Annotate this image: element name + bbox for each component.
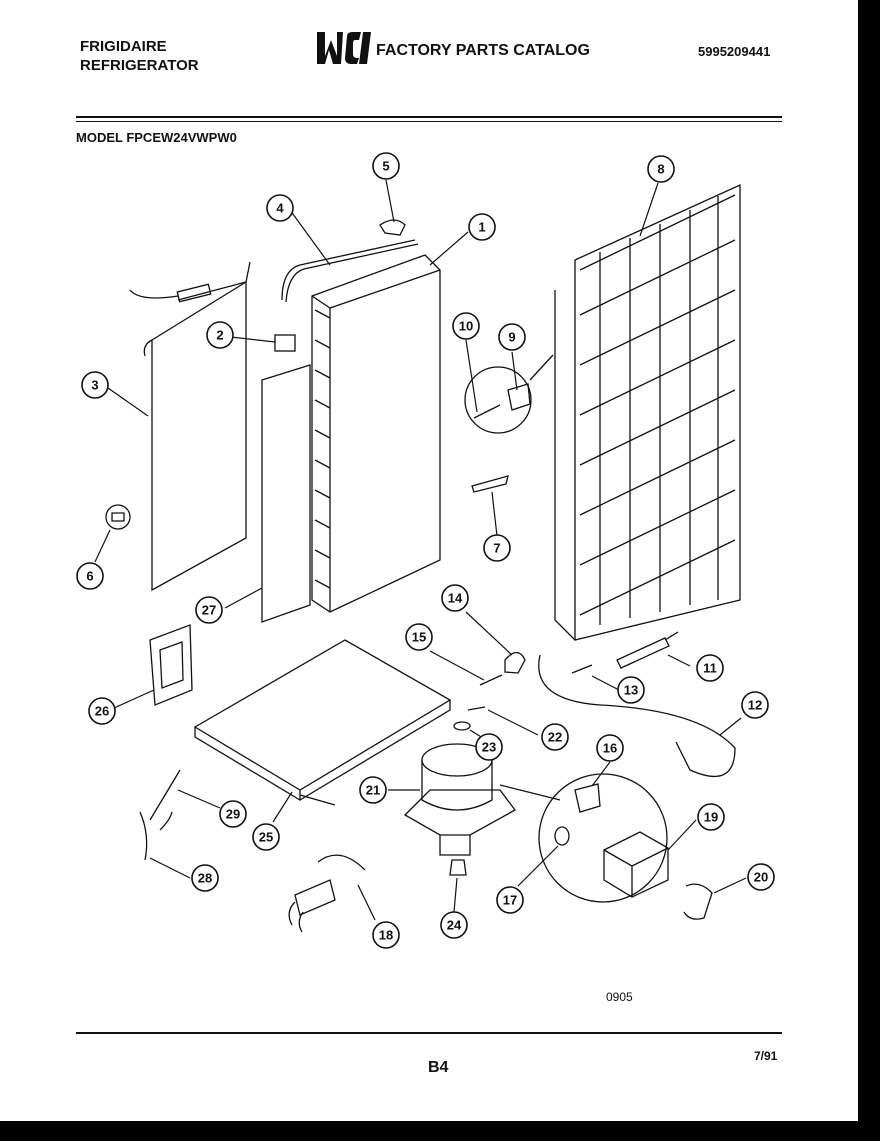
catalog-number: 5995209441 [698, 44, 771, 59]
callout-14: 14 [441, 584, 469, 612]
callout-26: 26 [88, 697, 116, 725]
callout-28: 28 [191, 864, 219, 892]
callout-6: 6 [76, 562, 104, 590]
callout-5: 5 [372, 152, 400, 180]
callout-15: 15 [405, 623, 433, 651]
compressor-grommet [449, 859, 467, 876]
evaporator-insulation [261, 364, 311, 623]
svg-text:8: 8 [657, 162, 664, 177]
svg-text:14: 14 [448, 591, 463, 606]
capillary-tube [538, 654, 736, 778]
svg-text:28: 28 [198, 871, 212, 886]
svg-text:22: 22 [548, 730, 562, 745]
callout-9: 9 [498, 323, 526, 351]
wire-harness [139, 769, 181, 861]
callout-2: 2 [206, 321, 234, 349]
clamp-screw [479, 674, 503, 686]
svg-text:12: 12 [748, 698, 762, 713]
callout-10: 10 [452, 312, 480, 340]
relay-overload-detail [499, 773, 669, 903]
product-type: REFRIGERATOR [80, 57, 199, 74]
svg-text:26: 26 [95, 704, 109, 719]
callout-24: 24 [440, 911, 468, 939]
condenser-coil [554, 183, 741, 641]
washer [453, 721, 471, 731]
evaporator-bracket [274, 334, 296, 352]
footer-rule [76, 1032, 782, 1034]
condenser-clip-detail [464, 354, 554, 434]
svg-text:5: 5 [382, 159, 389, 174]
svg-text:4: 4 [276, 201, 284, 216]
svg-text:27: 27 [202, 603, 216, 618]
catalog-title: FACTORY PARTS CATALOG [376, 42, 590, 59]
svg-text:21: 21 [366, 783, 380, 798]
svg-text:6: 6 [86, 569, 93, 584]
svg-text:1: 1 [478, 220, 485, 235]
mounting-clip [379, 219, 406, 236]
exploded-parts-diagram: 1 2 3 4 5 6 7 8 9 10 11 12 13 14 15 16 1… [76, 152, 775, 949]
screw [471, 475, 509, 493]
defrost-thermostat [105, 504, 131, 530]
callout-4: 4 [266, 194, 294, 222]
snap-ring [467, 706, 486, 711]
callout-25: 25 [252, 823, 280, 851]
callout-8: 8 [647, 155, 675, 183]
callout-21: 21 [359, 776, 387, 804]
callout-19: 19 [697, 803, 725, 831]
svg-text:10: 10 [459, 319, 473, 334]
wire-clip [683, 883, 713, 920]
callout-27: 27 [195, 596, 223, 624]
svg-text:23: 23 [482, 740, 496, 755]
svg-text:13: 13 [624, 683, 638, 698]
evaporator-coil [311, 254, 441, 613]
svg-text:20: 20 [754, 870, 768, 885]
callout-20: 20 [747, 863, 775, 891]
callout-13: 13 [617, 676, 645, 704]
callout-17: 17 [496, 886, 524, 914]
svg-text:9: 9 [508, 330, 515, 345]
grommet [571, 664, 593, 674]
callout-18: 18 [372, 921, 400, 949]
svg-text:2: 2 [216, 328, 223, 343]
run-capacitor [288, 854, 366, 933]
header-rule-thin [76, 121, 782, 122]
tube-clamp [504, 651, 526, 674]
svg-text:15: 15 [412, 630, 426, 645]
callout-23: 23 [475, 733, 503, 761]
model-label: MODEL FPCEW24VWPW0 [76, 130, 237, 145]
svg-text:16: 16 [603, 741, 617, 756]
catalog-sheet: FRIGIDAIRE REFRIGERATOR FACTORY PARTS CA… [0, 0, 858, 1121]
defrost-heater-wire [129, 261, 251, 592]
revision-date: 7/91 [754, 1049, 778, 1063]
svg-text:25: 25 [259, 830, 273, 845]
svg-text:29: 29 [226, 807, 240, 822]
callout-12: 12 [741, 691, 769, 719]
svg-text:19: 19 [704, 810, 718, 825]
compressor-base-plate [193, 639, 452, 806]
header-rule [76, 116, 782, 118]
filter-drier [616, 631, 679, 669]
wci-logo [317, 32, 371, 64]
svg-text:3: 3 [91, 378, 98, 393]
svg-text:18: 18 [379, 928, 393, 943]
callout-22: 22 [541, 723, 569, 751]
callout-11: 11 [696, 654, 724, 682]
leader-lines [94, 179, 747, 921]
svg-text:7: 7 [493, 541, 500, 556]
drain-tube [281, 239, 416, 301]
brand-name: FRIGIDAIRE [80, 38, 167, 55]
compressor [403, 743, 516, 856]
mounting-bracket [149, 624, 193, 706]
diagram-code: 0905 [606, 990, 633, 1004]
svg-text:11: 11 [703, 661, 717, 676]
svg-text:24: 24 [447, 918, 462, 933]
callout-3: 3 [81, 371, 109, 399]
callout-7: 7 [483, 534, 511, 562]
callout-29: 29 [219, 800, 247, 828]
svg-text:17: 17 [503, 893, 517, 908]
page-code: B4 [428, 1059, 449, 1076]
callout-1: 1 [468, 213, 496, 241]
callout-16: 16 [596, 734, 624, 762]
